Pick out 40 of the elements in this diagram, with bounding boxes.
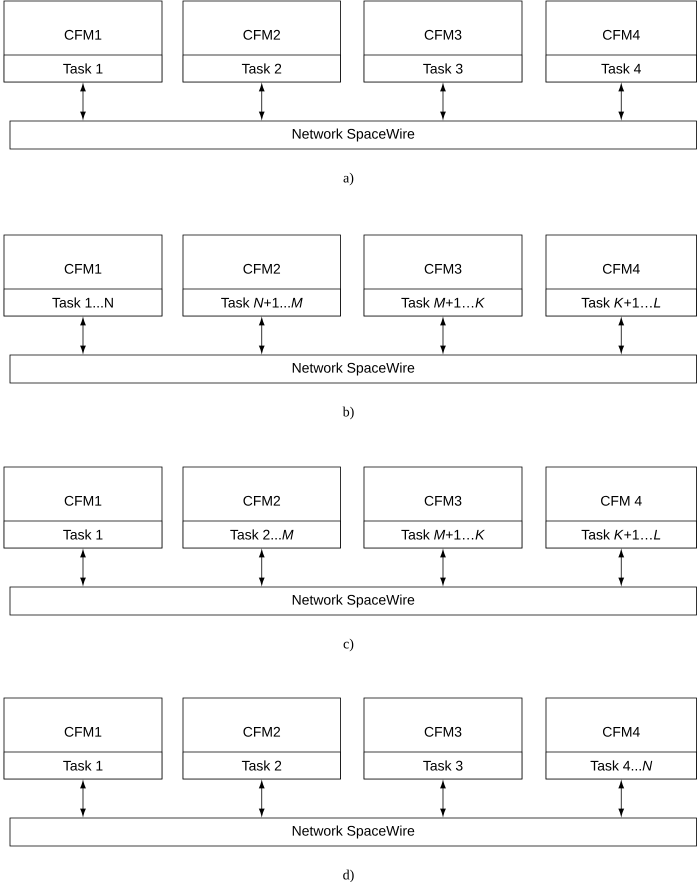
network-bar: Network SpaceWire bbox=[10, 354, 697, 384]
panel-label: b) bbox=[342, 406, 354, 420]
arrow bbox=[618, 84, 624, 120]
arrow bbox=[80, 780, 86, 816]
task-box: Task 2...M bbox=[182, 520, 341, 548]
task-box: Task K+1…L bbox=[546, 288, 697, 316]
arrow bbox=[618, 550, 624, 586]
arrow bbox=[80, 550, 86, 586]
arrow bbox=[259, 780, 264, 816]
arrow bbox=[80, 84, 86, 120]
task-box: Task 3 bbox=[364, 752, 522, 780]
network-bar: Network SpaceWire bbox=[10, 120, 697, 150]
arrow bbox=[440, 318, 446, 354]
task-box: Task 1 bbox=[4, 54, 162, 82]
arrow bbox=[618, 780, 624, 816]
panel-label: d) bbox=[343, 870, 354, 882]
task-box: Task 4 bbox=[546, 54, 697, 82]
arrow bbox=[80, 318, 86, 354]
network-bar: Network SpaceWire bbox=[10, 586, 697, 616]
task-box: Task 2 bbox=[182, 54, 341, 82]
task-box: Task 4...N bbox=[546, 752, 697, 780]
task-box: Task M+1…K bbox=[364, 288, 522, 316]
panel-label: c) bbox=[344, 638, 354, 652]
arrow bbox=[259, 550, 264, 586]
task-box: Task 1 bbox=[4, 752, 162, 780]
task-box: Task 1 bbox=[4, 520, 162, 548]
panel-label: a) bbox=[344, 172, 354, 186]
task-box: Task 2 bbox=[182, 752, 341, 780]
arrow bbox=[259, 84, 264, 120]
task-box: Task 1...N bbox=[4, 288, 162, 316]
arrow bbox=[440, 780, 446, 816]
task-box: Task N+1...M bbox=[182, 288, 341, 316]
arrow bbox=[440, 84, 446, 120]
arrow bbox=[440, 550, 446, 586]
task-box: Task 3 bbox=[364, 54, 522, 82]
arrow bbox=[618, 318, 624, 354]
task-box: Task K+1…L bbox=[546, 520, 697, 548]
arrow bbox=[259, 318, 264, 354]
task-box: Task M+1…K bbox=[364, 520, 522, 548]
network-bar: Network SpaceWire bbox=[10, 818, 697, 846]
